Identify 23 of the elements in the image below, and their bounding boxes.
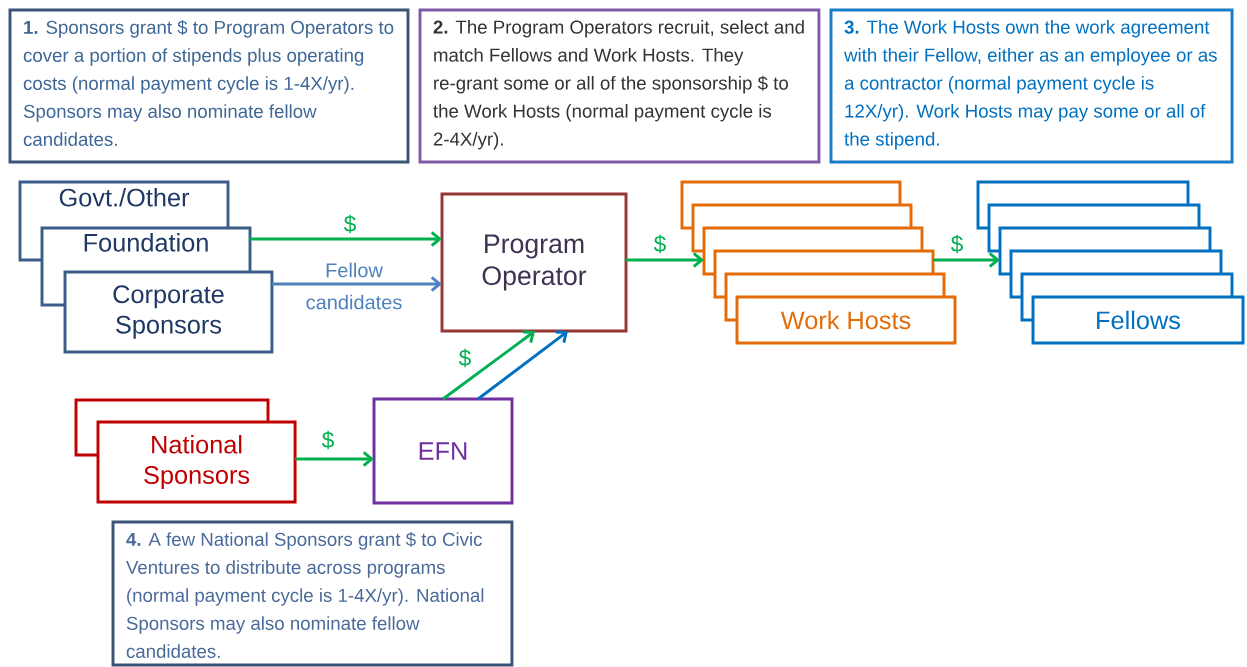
arrow [442, 330, 535, 401]
arrow [477, 330, 568, 401]
sponsor-box: National Sponsors [96, 420, 297, 504]
edge-label: $ [950, 234, 963, 254]
edge-label: $ [458, 348, 471, 368]
arrow [295, 451, 374, 467]
edge-label: $ [343, 214, 356, 234]
edge-label: $ [321, 430, 334, 450]
arrow [626, 252, 704, 268]
note-box: 4. A few National Sponsors grant $ to Civic Ventures to distribute across programs (normal payment cycle is 1-4X/yr). National Sponsors may also nominate fellow candidates. [111, 520, 514, 667]
efn-box: EFN [372, 397, 514, 505]
note-box: 3. The Work Hosts own the work agreement with their Fellow, either as an employee or as a contractor (normal payment cycle is 12X/yr). Work Hosts may pay some or all of the stipend. [829, 8, 1234, 164]
edge-label: Fellow candidates [306, 262, 402, 310]
arrow [250, 231, 442, 247]
fellow-box: Fellows [1031, 295, 1245, 345]
work-host-box: Work Hosts [735, 295, 957, 345]
arrow [933, 252, 1000, 268]
sponsor-box: Corporate Sponsors [63, 270, 274, 354]
edge-label: $ [653, 234, 666, 254]
note-box: 1. Sponsors grant $ to Program Operators to cover a portion of stipends plus operating costs (normal payment cycle is 1-4X/yr). Sponsors may also nominate fellow candidates. [8, 8, 410, 164]
operator-box: Program Operator [440, 192, 628, 333]
arrow [271, 276, 442, 292]
note-box: 2. The Program Operators recruit, select and match Fellows and Work Hosts. They re-grant some or all of the sponsorship $ to the Work Hosts (normal payment cycle is 2-4X/yr). [418, 8, 821, 164]
